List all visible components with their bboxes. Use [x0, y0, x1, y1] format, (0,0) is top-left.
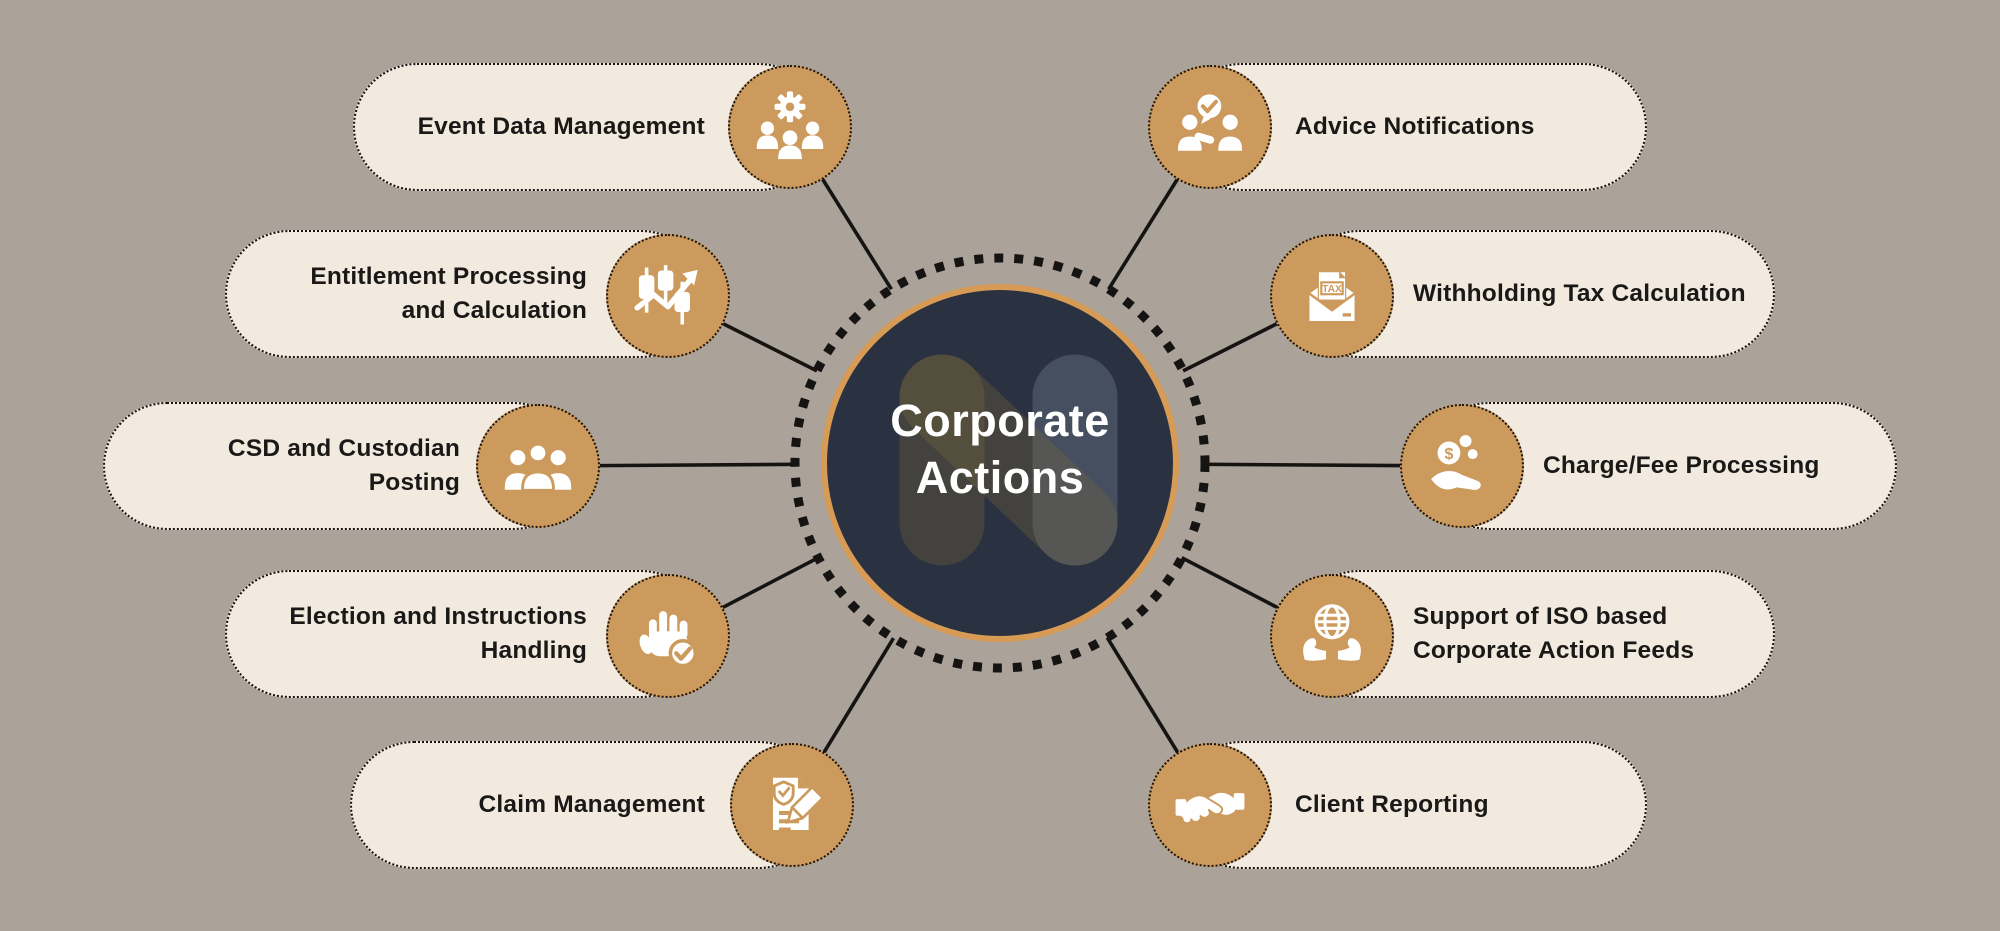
center-title-line2: Actions — [915, 452, 1085, 503]
center-title-line1: Corporate — [890, 395, 1110, 446]
capsule: Charge/Fee Processing — [1425, 402, 1897, 530]
svg-text:$: $ — [1444, 445, 1453, 463]
hand-coins-icon: $ — [1400, 404, 1524, 528]
n-logo-watermark — [899, 354, 1118, 566]
svg-text:TAX: TAX — [1322, 284, 1342, 295]
tax-envelope-icon: TAX — [1270, 234, 1394, 358]
people-group-icon — [476, 404, 600, 528]
item-label: Election and Instructions Handling — [289, 603, 587, 664]
item-label: Claim Management — [478, 791, 705, 819]
item-label: Event Data Management — [417, 113, 705, 141]
item-label: Entitlement Processing and Calculation — [310, 263, 587, 324]
center-circle — [821, 284, 1179, 642]
item-label: Charge/Fee Processing — [1543, 452, 1820, 480]
item-label: Support of ISO based Corporate Action Fe… — [1413, 603, 1695, 664]
capsule: Claim Management — [350, 741, 823, 869]
document-shield-pencil-icon — [730, 743, 854, 867]
item-label: CSD and Custodian Posting — [227, 435, 460, 496]
item-label: Advice Notifications — [1295, 113, 1535, 141]
hand-check-icon — [606, 574, 730, 698]
hands-globe-icon — [1270, 574, 1394, 698]
people-chat-check-icon — [1148, 65, 1272, 189]
team-gear-icon — [728, 65, 852, 189]
item-label: Withholding Tax Calculation — [1413, 280, 1746, 308]
dotted-ring — [790, 253, 1210, 673]
handshake-icon — [1148, 743, 1272, 867]
center-title: Corporate Actions — [790, 392, 1210, 506]
candlestick-trend-icon — [606, 234, 730, 358]
item-label: Client Reporting — [1295, 791, 1489, 819]
